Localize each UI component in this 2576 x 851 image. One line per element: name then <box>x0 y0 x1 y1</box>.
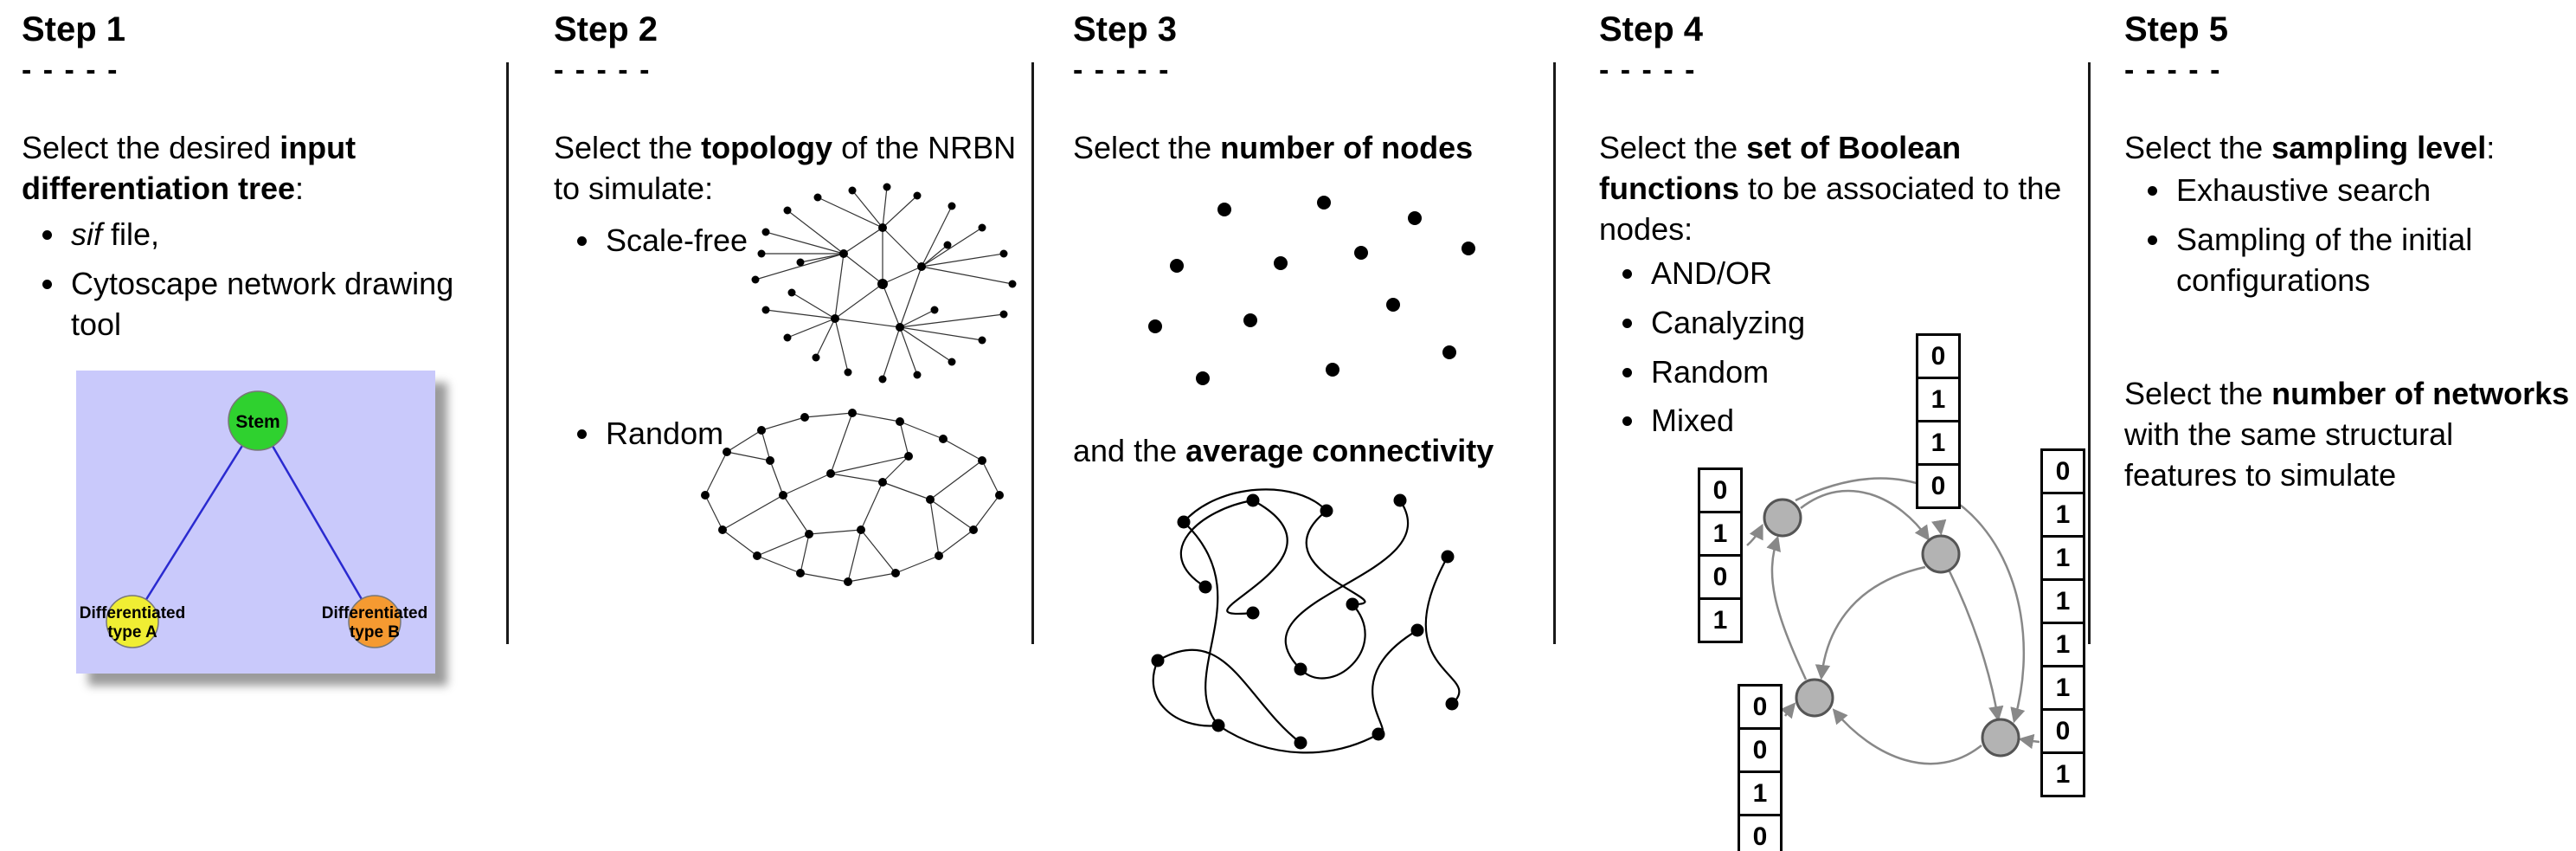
list-item: sif file, <box>67 215 476 255</box>
step1-bullet-list: sif file, Cytoscape network drawing tool <box>26 215 476 353</box>
list-item: Sampling of the initial configurations <box>2173 220 2529 301</box>
differentiation-tree-image: Stem Differentiated type A Differentiate… <box>76 371 435 674</box>
type-a-label: Differentiated <box>80 604 185 622</box>
column-divider <box>1031 62 1034 644</box>
type-b-label: Differentiated <box>322 604 427 622</box>
truth-table-left: 0 1 0 1 <box>1698 467 1743 643</box>
differentiation-tree-svg: Stem Differentiated type A Differentiate… <box>80 390 427 648</box>
truth-table-cell: 1 <box>1916 377 1961 422</box>
step3-dashes: - - - - - <box>1073 54 1171 87</box>
scattered-nodes-image <box>1148 196 1475 385</box>
step5-title: Step 5 <box>2124 10 2229 48</box>
step1-title: Step 1 <box>22 10 126 48</box>
truth-table-cell: 1 <box>1698 511 1743 557</box>
truth-table-cell: 1 <box>2040 751 2085 797</box>
step2-bullet-random: Random <box>561 414 786 463</box>
step1-instruction: Select the desired input differentiation… <box>22 130 357 206</box>
truth-table-cell: 0 <box>1916 463 1961 509</box>
boolean-node <box>1921 534 1961 574</box>
scale-free-network-image <box>751 183 1017 384</box>
truth-table-cell: 0 <box>1738 727 1783 773</box>
connectivity-graph-image <box>1151 488 1461 754</box>
boolean-node <box>1795 678 1834 718</box>
step5-dashes: - - - - - <box>2124 54 2222 87</box>
step2-title: Step 2 <box>554 10 658 48</box>
truth-table-cell: 1 <box>1916 420 1961 466</box>
step2-bullet-scale-free: Scale-free <box>561 221 786 270</box>
step3-instruction-connectivity: and the average connectivity <box>1073 433 1494 468</box>
truth-table-cell: 1 <box>1738 770 1783 816</box>
tree-edge <box>131 420 260 622</box>
step3-title: Step 3 <box>1073 10 1178 48</box>
truth-table-cell: 0 <box>1738 684 1783 730</box>
step4-instruction: Select the set of Boolean functions to b… <box>1599 130 2062 247</box>
boolean-network-image <box>1746 477 2040 765</box>
truth-table-cell: 1 <box>2040 535 2085 581</box>
step5-bullet-list: Exhaustive search Sampling of the initia… <box>2131 171 2529 309</box>
truth-table-cell: 1 <box>2040 492 2085 538</box>
step4-dashes: - - - - - <box>1599 54 1697 87</box>
truth-table-bottom: 0 0 1 0 <box>1738 684 1783 851</box>
truth-table-cell: 1 <box>2040 665 2085 711</box>
column-divider <box>1553 62 1556 644</box>
truth-table-cell: 0 <box>2040 708 2085 754</box>
step2-instruction: Select the topology of the NRBN to simul… <box>554 130 1017 206</box>
type-b-node <box>348 595 401 648</box>
truth-table-cell: 0 <box>1916 333 1961 379</box>
column-divider <box>506 62 509 644</box>
list-item: AND/OR <box>1648 254 1892 294</box>
step4-title: Step 4 <box>1599 10 1704 48</box>
truth-table-cell: 0 <box>1698 467 1743 513</box>
boolean-node <box>1981 718 2020 758</box>
truth-table-top: 0 1 1 0 <box>1916 333 1961 509</box>
list-item: Mixed <box>1648 401 1892 442</box>
truth-table-cell: 0 <box>2040 448 2085 494</box>
list-item: Canalyzing <box>1648 303 1892 344</box>
type-b-label: type B <box>350 623 400 641</box>
type-a-node <box>106 595 159 648</box>
truth-table-cell: 0 <box>1738 814 1783 851</box>
stem-label: Stem <box>235 412 279 432</box>
stem-node <box>228 390 288 451</box>
list-item: Random <box>602 414 786 455</box>
type-a-label: type A <box>107 623 157 641</box>
step5-instruction-sampling: Select the sampling level: <box>2124 130 2496 165</box>
step4-bullet-list: AND/OR Canalyzing Random Mixed <box>1606 254 1892 450</box>
truth-table-right: 0 1 1 1 1 1 0 1 <box>2040 448 2085 797</box>
tree-edge <box>256 420 376 622</box>
step3-instruction-nodes: Select the number of nodes <box>1073 130 1474 165</box>
list-item: Random <box>1648 352 1892 393</box>
step2-dashes: - - - - - <box>554 54 652 87</box>
list-item: Cytoscape network drawing tool <box>67 264 476 345</box>
step1-dashes: - - - - - <box>22 54 119 87</box>
truth-table-cell: 1 <box>2040 622 2085 667</box>
truth-table-cell: 1 <box>1698 597 1743 643</box>
random-network-image <box>701 409 1004 586</box>
list-item: Exhaustive search <box>2173 171 2529 211</box>
list-item: Scale-free <box>602 221 786 261</box>
boolean-node <box>1763 498 1802 538</box>
step5-instruction-networks: Select the number of networks with the s… <box>2124 376 2570 493</box>
truth-table-cell: 0 <box>1698 554 1743 600</box>
truth-table-cell: 1 <box>2040 578 2085 624</box>
column-divider <box>2088 62 2091 644</box>
